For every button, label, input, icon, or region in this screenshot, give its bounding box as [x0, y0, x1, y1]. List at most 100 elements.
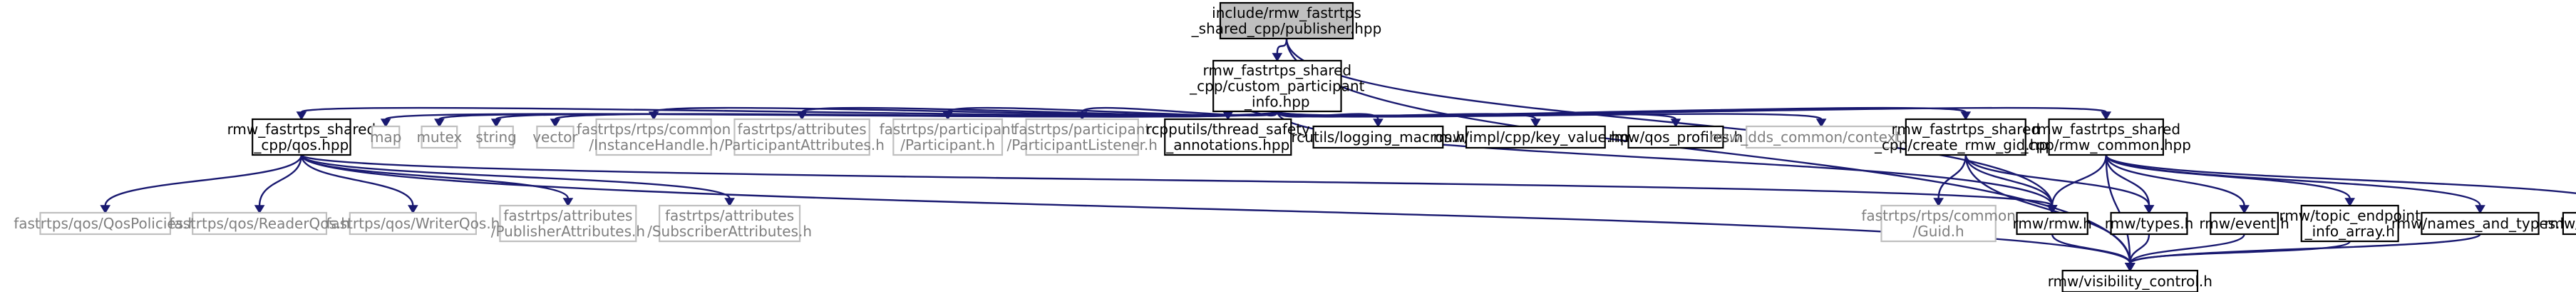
edge-arrowhead: [296, 111, 307, 121]
node-key_value[interactable]: rmw/impl/cpp/key_value.hpp: [1433, 125, 1639, 149]
node-label-line: rmw_fastrtps_shared: [1892, 121, 2041, 138]
node-participant_listener: fastrtps/participant/ParticipantListener…: [1006, 118, 1158, 156]
edge-line: [2129, 233, 2245, 264]
node-custom_participant_info[interactable]: rmw_fastrtps_shared_cpp/custom_participa…: [1189, 59, 1365, 113]
node-thread_safety[interactable]: rcpputils/thread_safety_annotations.hpp: [1146, 118, 1310, 156]
node-label-line: vector: [532, 129, 578, 146]
node-label-line: rmw/visibility_control.h: [2048, 273, 2212, 290]
node-label-line: /ParticipantListener.h: [1006, 136, 1157, 153]
node-label-line: rcutils/logging_macros.h: [1291, 129, 1465, 146]
node-label-line: rmw/types.h: [2105, 215, 2194, 232]
edge-rmw_common-to-error_handling: [2105, 154, 2576, 194]
edge-rmw_h-to-visibility_control: [2051, 233, 2135, 272]
node-participant: fastrtps/participant/Participant.h: [880, 118, 1016, 156]
edge-qos-to-qos_policies: [100, 154, 303, 214]
node-box: [1746, 125, 1897, 149]
node-label-line: /InstanceHandle.h: [589, 136, 718, 153]
edge-arrowhead: [796, 111, 808, 121]
node-box: [2061, 269, 2199, 292]
node-box: [536, 125, 575, 149]
node-subscriber_attributes: fastrtps/attributes/SubscriberAttributes…: [647, 204, 812, 243]
edge-line: [1964, 154, 2131, 264]
edge-arrowhead: [490, 119, 502, 128]
node-box: [1880, 204, 1997, 243]
node-box: [1627, 125, 1724, 149]
edge-layer: [100, 38, 2576, 272]
node-topic_endpoint_info_array[interactable]: rmw/topic_endpoint_info_array.h: [2279, 204, 2421, 243]
node-box: [252, 118, 351, 156]
node-layer: include/rmw_fastrtps_shared_cpp/publishe…: [14, 1, 2576, 292]
node-label-line: /SubscriberAttributes.h: [647, 223, 812, 240]
node-box: [1312, 125, 1444, 149]
node-event_h[interactable]: rmw/event.h: [2199, 211, 2289, 236]
edge-line: [300, 154, 414, 206]
node-box: [595, 118, 712, 156]
node-box: [659, 204, 801, 243]
edge-line: [2105, 154, 2131, 264]
edge-line: [2129, 233, 2150, 264]
node-create_rmw_gid[interactable]: rmw_fastrtps_shared_cpp/create_rmw_gid.h…: [1874, 118, 2057, 156]
edge-rmw_common-to-event_h: [2105, 154, 2250, 214]
node-label-line: _cpp/custom_participant: [1189, 78, 1365, 95]
node-box: [421, 125, 458, 149]
edge-qos-to-rmw_h: [300, 153, 2058, 214]
node-qos[interactable]: rmw_fastrtps_shared_cpp/qos.hpp: [227, 118, 376, 156]
edge-line: [104, 154, 303, 206]
node-label-line: rmw/error_handling.h: [2544, 215, 2576, 232]
node-label-line: _info.hpp: [1244, 94, 1310, 111]
edge-arrowhead: [1272, 53, 1283, 62]
edge-qos-to-subscriber_attributes: [300, 154, 735, 207]
edge-line: [2105, 154, 2576, 194]
node-label-line: string: [475, 129, 516, 146]
node-logging_macros[interactable]: rcutils/logging_macros.h: [1291, 125, 1465, 149]
edge-arrowhead: [2101, 111, 2112, 121]
edge-line: [300, 153, 2054, 207]
node-map: map: [370, 125, 401, 149]
node-types_h[interactable]: rmw/types.h: [2105, 211, 2194, 236]
node-box: [371, 125, 401, 149]
node-box: [192, 211, 328, 236]
edge-arrowhead: [1373, 119, 1384, 128]
node-label-line: rcpputils/thread_safety: [1146, 121, 1310, 138]
node-label-line: fastrtps/attributes: [503, 207, 632, 224]
node-names_and_types[interactable]: rmw/names_and_types.h: [2391, 211, 2569, 236]
node-box: [2110, 211, 2188, 236]
node-box: [1025, 118, 1139, 156]
node-dds_context: rmw_dds_common/context.hpp: [1710, 125, 1933, 149]
node-label-line: rmw_fastrtps_shared: [227, 121, 376, 138]
edge-rmw_common-to-names_and_types: [2105, 154, 2485, 214]
edge-arrowhead: [1530, 119, 1541, 128]
edge-line: [2105, 154, 2150, 206]
edge-line: [2105, 154, 2245, 206]
edge-arrowhead: [2239, 205, 2250, 214]
node-qos_profiles[interactable]: rmw/qos_profiles.h: [1609, 125, 1743, 149]
node-label-line: fastrtps/attributes: [738, 121, 867, 138]
node-label-line: fastrtps/participant: [880, 121, 1016, 138]
node-box: [1212, 59, 1342, 113]
edge-arrowhead: [942, 111, 953, 121]
edge-arrowhead: [2143, 205, 2155, 214]
node-visibility_control[interactable]: rmw/visibility_control.h: [2048, 269, 2212, 292]
edge-root-to-custom_participant_info: [1272, 38, 1288, 62]
node-label-line: rmw/qos_profiles.h: [1609, 129, 1743, 146]
node-rmw_h[interactable]: rmw/rmw.h: [2012, 211, 2092, 236]
node-box: [733, 118, 870, 156]
node-label-line: fastrtps/rtps/common: [1861, 207, 2016, 224]
node-reader_qos: fastrtps/qos/ReaderQos.h: [169, 211, 350, 236]
node-label-line: rmw/topic_endpoint: [2279, 207, 2421, 224]
node-label-line: /ParticipantAttributes.h: [719, 136, 885, 153]
node-label-line: rmw_fastrtps_shared: [2031, 121, 2180, 138]
node-rmw_common[interactable]: rmw_fastrtps_shared_cpp/rmw_common.hpp: [2021, 118, 2191, 156]
node-label-line: rmw/names_and_types.h: [2391, 215, 2569, 232]
node-box: [1905, 118, 2026, 156]
edge-line: [300, 154, 731, 199]
edge-rmw_common-to-types_h: [2105, 154, 2155, 214]
edge-arrowhead: [2344, 198, 2356, 207]
edge-arrowhead: [100, 205, 111, 214]
node-label-line: map: [370, 129, 401, 146]
node-error_handling[interactable]: rmw/error_handling.h: [2544, 211, 2576, 236]
node-box: [499, 204, 637, 243]
edge-custom_participant_info-to-rmw_common: [1276, 106, 2112, 121]
edge-arrowhead: [550, 119, 561, 128]
edge-arrowhead: [2046, 205, 2058, 214]
